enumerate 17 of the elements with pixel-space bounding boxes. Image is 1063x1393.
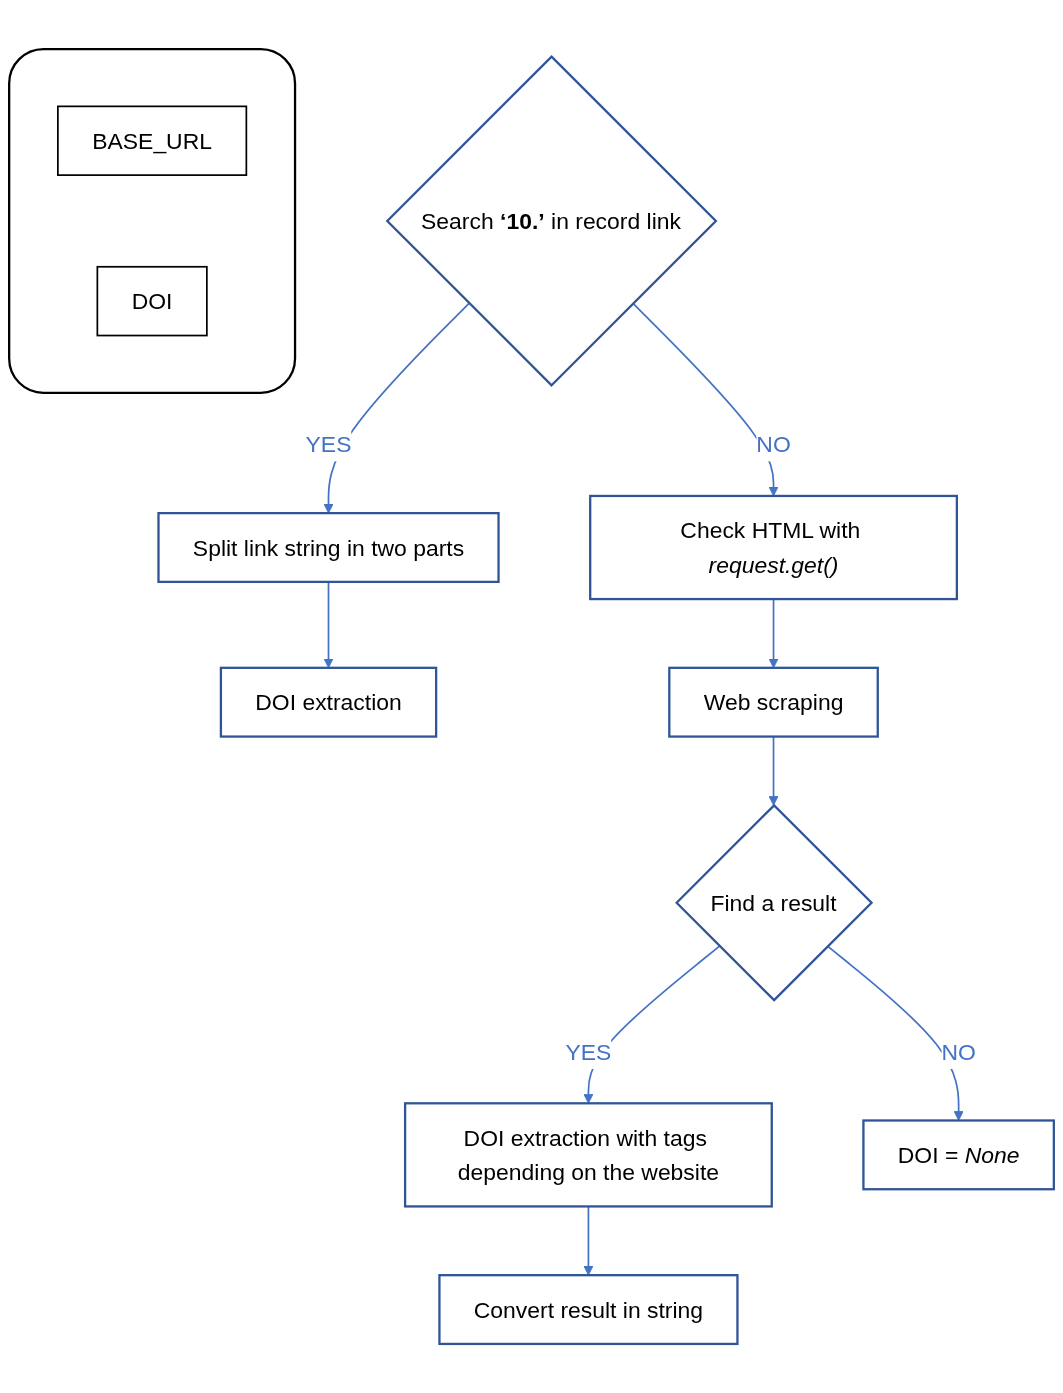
node-box: DOI = None bbox=[862, 1119, 1055, 1191]
node-box: Web scraping bbox=[668, 666, 879, 738]
node-box: Check HTML with request.get() bbox=[589, 494, 958, 601]
cluster bbox=[8, 47, 297, 394]
edge-label: YES bbox=[565, 1039, 612, 1065]
edge-label: YES bbox=[305, 431, 352, 457]
node-box: DOI extraction bbox=[219, 666, 438, 738]
arrow bbox=[826, 945, 964, 1121]
edge-label: NO bbox=[941, 1039, 976, 1065]
node-box: DOI bbox=[96, 265, 208, 337]
node-box: DOI extraction with tags depending on the website bbox=[403, 1102, 773, 1208]
node-box: Split link string in two parts bbox=[157, 512, 500, 584]
node-diamond: Find a result bbox=[675, 803, 874, 1002]
edge-label: NO bbox=[756, 431, 791, 457]
node-box: BASE_URL bbox=[57, 105, 248, 176]
node-box: Convert result in string bbox=[438, 1274, 739, 1346]
node-diamond: Search ‘10.’ in record link bbox=[385, 55, 718, 387]
